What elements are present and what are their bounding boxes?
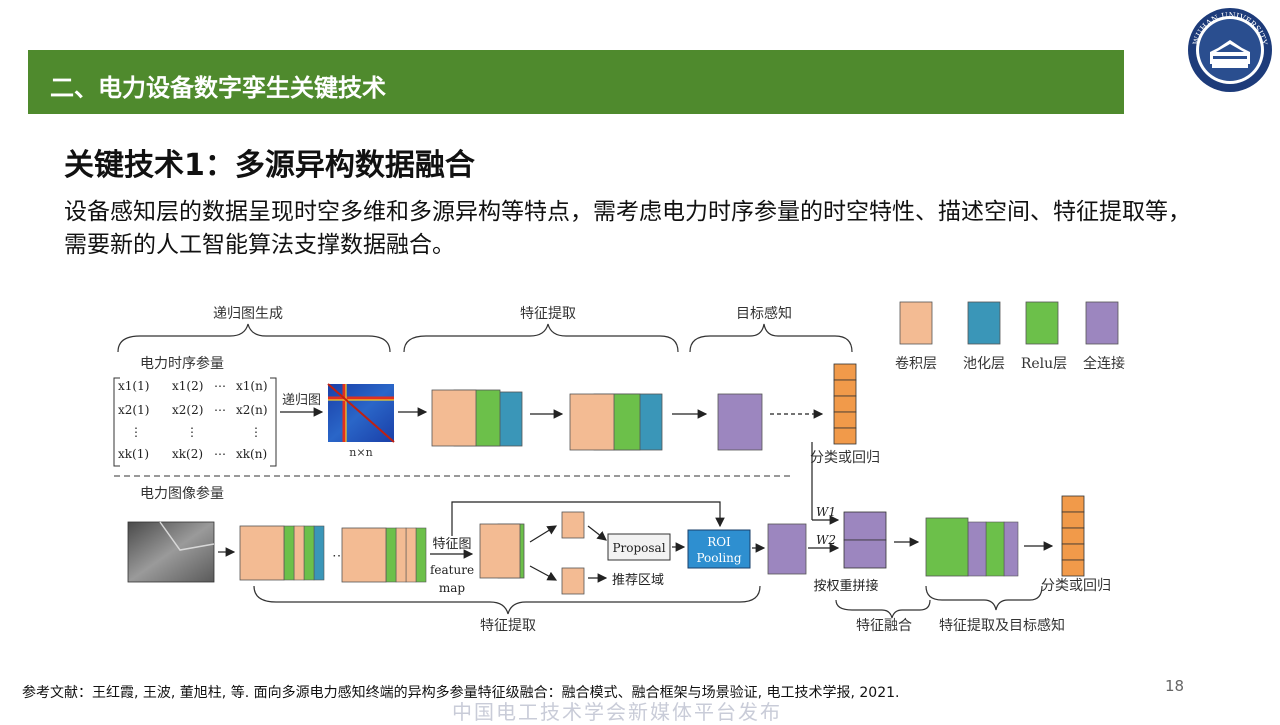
recurrence-label: 递归图 bbox=[282, 393, 321, 408]
matrix-cell-r4c4: xk(n) bbox=[236, 447, 267, 461]
legend-label-fc: 全连接 bbox=[1083, 355, 1125, 372]
matrix-cell-r2c2: x2(2) bbox=[172, 403, 203, 417]
bottom-fc-layer bbox=[767, 523, 807, 575]
matrix-cell-r3c4: ⋮ bbox=[250, 425, 262, 439]
rpn-conv-1 bbox=[561, 511, 585, 539]
university-logo: WUHAN UNIVERSITY bbox=[1188, 8, 1272, 92]
legend: 卷积层 池化层 Relu层 全连接 bbox=[895, 301, 1125, 372]
section-heading: 关键技术1：多源异构数据融合 bbox=[64, 148, 475, 183]
matrix-cell-r2c3: ⋯ bbox=[214, 403, 226, 417]
arrow-to-proposal bbox=[587, 525, 607, 541]
brace-recurrence bbox=[117, 323, 391, 353]
brace-target bbox=[689, 323, 853, 353]
reference-citation: 参考文献：王红霞, 王波, 董旭柱, 等. 面向多源电力感知终端的异构多参量特征… bbox=[22, 685, 900, 701]
matrix-cell-r3c2: ⋮ bbox=[186, 425, 198, 439]
matrix-cell-r1c1: x1(1) bbox=[118, 379, 149, 393]
rpn-conv-2 bbox=[561, 567, 585, 595]
timeseries-title: 电力时序参量 bbox=[140, 355, 224, 372]
legend-swatch-pool bbox=[967, 301, 1001, 345]
feature-map-stack bbox=[479, 523, 525, 579]
roi-pooling-box bbox=[687, 529, 751, 569]
matrix-cell-r4c2: xk(2) bbox=[172, 447, 203, 461]
image-cnn-stack-2 bbox=[341, 527, 427, 583]
top-fc-layer bbox=[717, 393, 763, 451]
section-paragraph: 设备感知层的数据呈现时空多维和多源异构等特点，需考虑电力时序参量的时空特性、描述… bbox=[64, 199, 1191, 258]
fusion-block bbox=[843, 511, 887, 569]
matrix-cell-r1c4: x1(n) bbox=[236, 379, 268, 393]
brace-fusion bbox=[835, 599, 931, 619]
classify-label-top: 分类或回归 bbox=[810, 449, 880, 466]
matrix-cell-r2c1: x2(1) bbox=[118, 403, 149, 417]
legend-swatch-conv bbox=[899, 301, 933, 345]
matrix-cell-r4c1: xk(1) bbox=[118, 447, 149, 461]
feature-map-label-en-2: map bbox=[439, 581, 466, 595]
section-banner: 二、电力设备数字孪生关键技术 bbox=[28, 50, 1124, 114]
nxn-label: n×n bbox=[349, 446, 372, 459]
top-cnn-stack-2 bbox=[569, 393, 663, 451]
feature-map-label-en-1: feature bbox=[430, 563, 474, 577]
matrix-cell-r2c4: x2(n) bbox=[236, 403, 268, 417]
power-image-photo bbox=[127, 521, 215, 583]
classify-label-final: 分类或回归 bbox=[1041, 577, 1111, 594]
feature-map-label-cn: 特征图 bbox=[432, 537, 471, 552]
arrow-down-to-rpn-2 bbox=[529, 565, 558, 581]
weight-w1: W1 bbox=[816, 505, 836, 519]
legend-swatch-relu bbox=[1025, 301, 1059, 345]
brace-label-recurrence: 递归图生成 bbox=[213, 305, 283, 322]
matrix-cell-r3c1: ⋮ bbox=[130, 425, 142, 439]
proposal-box bbox=[607, 533, 671, 561]
brace-final bbox=[925, 585, 1043, 611]
matrix-cell-r4c3: ⋯ bbox=[214, 447, 226, 461]
legend-label-conv: 卷积层 bbox=[895, 356, 937, 372]
brace-label-target: 目标感知 bbox=[736, 305, 792, 322]
final-output-column bbox=[1061, 495, 1085, 577]
weight-w2: W2 bbox=[816, 533, 836, 547]
matrix-cell-r1c3: ⋯ bbox=[214, 379, 226, 393]
brace-label-fusion: 特征融合 bbox=[856, 618, 912, 634]
watermark: 中国电工技术学会新媒体平台发布 bbox=[452, 700, 782, 724]
recurrence-plot bbox=[327, 383, 395, 443]
roi-label-2: Pooling bbox=[696, 551, 741, 565]
brace-label-feature-top: 特征提取 bbox=[520, 306, 576, 322]
matrix-bracket-right bbox=[270, 377, 277, 467]
brace-label-feature-bottom: 特征提取 bbox=[480, 618, 536, 634]
proposal-label: Proposal bbox=[612, 541, 665, 555]
concat-label: 按权重拼接 bbox=[813, 578, 878, 594]
top-cnn-stack-1 bbox=[431, 389, 523, 447]
arrow-up-to-rpn-1 bbox=[529, 525, 558, 543]
image-cnn-stack-1 bbox=[239, 525, 325, 581]
region-label: 推荐区域 bbox=[612, 573, 664, 588]
roi-label-1: ROI bbox=[707, 535, 731, 549]
legend-label-relu: Relu层 bbox=[1021, 356, 1067, 372]
brace-feature-bottom bbox=[253, 585, 761, 615]
page-number: 18 bbox=[1165, 677, 1185, 695]
image-title: 电力图像参量 bbox=[140, 485, 224, 502]
matrix-bracket-left bbox=[113, 377, 120, 467]
skip-feature-to-roi bbox=[451, 501, 725, 536]
legend-swatch-fc bbox=[1085, 301, 1119, 345]
final-cnn-stack bbox=[925, 517, 1019, 577]
banner-title: 二、电力设备数字孪生关键技术 bbox=[50, 74, 386, 102]
brace-label-final: 特征提取及目标感知 bbox=[939, 617, 1065, 634]
matrix-cell-r1c2: x1(2) bbox=[172, 379, 203, 393]
top-output-column bbox=[833, 363, 857, 445]
brace-feature-top bbox=[403, 323, 679, 353]
legend-label-pool: 池化层 bbox=[963, 356, 1005, 372]
fusion-framework-diagram: 卷积层 池化层 Relu层 全连接 递归图生成 特征提取 目标感知 电力时序参量… bbox=[113, 301, 1125, 634]
